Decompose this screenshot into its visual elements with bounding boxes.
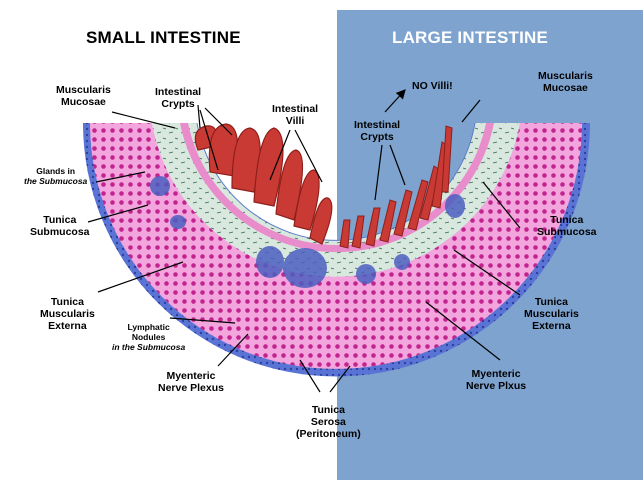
label-line: Tunica: [50, 296, 84, 308]
large-intestine-crypts: [339, 125, 453, 249]
label-line: Myenteric: [471, 368, 521, 380]
label-tunica-submucosa-left: Tunica Submucosa: [30, 214, 90, 238]
label-line: Myenteric: [166, 370, 216, 382]
label-muscularis-mucosae-left: Muscularis Mucosae: [56, 84, 111, 108]
label-line: Submucosa: [537, 226, 597, 238]
label-line: Nerve Plexus: [158, 382, 224, 394]
label-intestinal-crypts-left: Intestinal Crypts: [155, 86, 201, 110]
label-tunica-serosa: Tunica Serosa (Peritoneum): [296, 404, 361, 440]
label-line: (Peritoneum): [296, 428, 361, 440]
label-line: the Submucosa: [24, 176, 88, 186]
label-line: Tunica: [43, 214, 77, 226]
label-line: Muscularis: [538, 70, 593, 82]
label-text: Glands in: [36, 166, 76, 176]
label-line: Externa: [532, 320, 571, 332]
label-glands-submucosa: Glands in the Submucosa: [24, 166, 87, 186]
label-myenteric-right: Myenteric Nerve Plxus: [466, 368, 526, 392]
label-line: Crypts: [360, 131, 394, 143]
small-intestine-header: SMALL INTESTINE: [86, 28, 241, 47]
label-line: Nerve Plxus: [466, 380, 527, 392]
label-line: Tunica: [534, 296, 568, 308]
label-intestinal-villi: Intestinal Villi: [272, 103, 318, 127]
label-myenteric-left: Myenteric Nerve Plexus: [158, 370, 224, 394]
label-line: Intestinal: [272, 103, 319, 115]
label-line: Intestinal: [354, 119, 401, 131]
label-line: Muscularis: [524, 308, 579, 320]
label-tunica-muscularis-left: Tunica Muscularis Externa: [40, 296, 95, 332]
label-line: Tunica: [550, 214, 584, 226]
label-line: Villi: [285, 115, 305, 127]
label-line: Tunica: [311, 404, 345, 416]
label-line: Mucosae: [60, 96, 106, 108]
label-lymphatic-nodules: Lymphatic Nodules in the Submucosa: [112, 322, 185, 352]
label-line: Muscularis: [56, 84, 111, 96]
label-line: Lymphatic: [127, 322, 170, 332]
lymphatic-nodules: [150, 176, 465, 288]
label-line: Crypts: [161, 98, 195, 110]
label-tunica-submucosa-right: Tunica Submucosa: [537, 214, 597, 238]
label-line: Submucosa: [30, 226, 90, 238]
label-line: Muscularis: [40, 308, 95, 320]
large-intestine-header: LARGE INTESTINE: [392, 28, 549, 47]
label-line: Glands in: [24, 166, 87, 176]
label-tunica-muscularis-right: Tunica Muscularis Externa: [524, 296, 579, 332]
lumen-edge: [196, 122, 476, 241]
label-muscularis-mucosae-right: Muscularis Mucosae: [538, 70, 593, 94]
label-no-villi: NO Villi!: [412, 80, 453, 92]
label-intestinal-crypts-right: Intestinal Crypts: [354, 119, 400, 143]
intestinal-villi: [194, 123, 333, 245]
label-line: in the Submucosa: [112, 342, 186, 352]
label-line: Nodules: [131, 332, 166, 342]
pointer-lines: [87, 89, 521, 393]
label-line: Mucosae: [542, 82, 588, 94]
submucosa-layer: [152, 123, 520, 277]
label-line: Serosa: [310, 416, 346, 428]
label-line: Intestinal: [155, 86, 202, 98]
label-line: Externa: [48, 320, 87, 332]
muscularis-externa-layer: [90, 123, 582, 369]
